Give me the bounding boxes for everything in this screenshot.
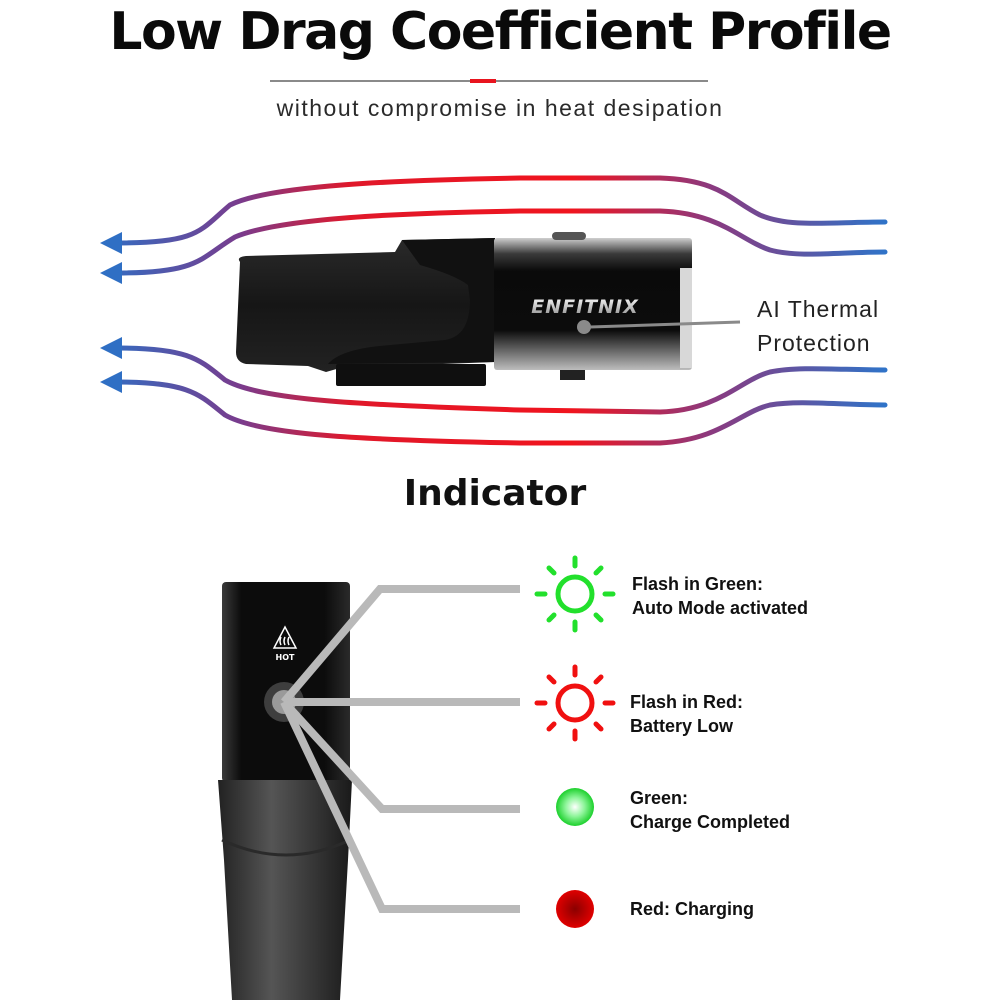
arrow-left-icon (100, 337, 122, 359)
bottom-tab (560, 370, 585, 380)
page-subtitle: without compromise in heat desipation (276, 95, 724, 121)
leader-line-3 (281, 699, 520, 813)
indicator-item-title: Green: (630, 788, 689, 808)
thermal-label-line-1: AI Thermal (757, 296, 880, 322)
grip-band (221, 838, 351, 857)
flashing-sun-icon-red (534, 664, 616, 742)
flashing-sun-icon-green (534, 555, 616, 633)
bike-light-side-view: ENFITNIX (236, 232, 741, 386)
page-title: Low Drag Coefficient Profile (109, 2, 892, 62)
airflow-streams (115, 175, 888, 446)
top-button (552, 232, 586, 240)
indicator-item-red: Red: Charging (630, 897, 754, 921)
indicator-leader-lines (280, 585, 520, 913)
indicator-item-desc: Auto Mode activated (632, 598, 809, 618)
indicator-item-desc: Charge Completed (630, 812, 791, 832)
hot-label: HOT (276, 653, 295, 662)
airflow-stream-3 (115, 345, 888, 415)
thermal-label-line-2: Protection (757, 330, 871, 356)
indicator-icons (534, 555, 616, 928)
bike-light-front-view: HOT (218, 582, 352, 1000)
thermal-callout-line (589, 320, 741, 329)
solid-dot-icon-green (556, 788, 594, 826)
indicator-item-flash-red: Flash in Red: Battery Low (630, 690, 743, 738)
thermal-protection-label: AI Thermal Protection (757, 292, 879, 360)
light-tube (222, 582, 350, 782)
airflow-arrowheads (100, 232, 122, 393)
arrow-left-icon (100, 262, 122, 284)
light-rear-cap (328, 238, 495, 364)
indicator-diagram: HOT (218, 555, 616, 1000)
solid-dot-icon-red (556, 890, 594, 928)
title-divider-accent (470, 79, 496, 83)
indicator-heading: Indicator (403, 473, 587, 514)
indicator-item-green: Green: Charge Completed (630, 786, 790, 834)
indicator-item-desc: Battery Low (630, 716, 734, 736)
leader-line-1 (280, 585, 520, 705)
airflow-stream-2 (115, 208, 888, 276)
thermal-sensor-dot (577, 320, 591, 334)
indicator-item-title: Red: Charging (630, 899, 754, 919)
leader-line-4 (280, 700, 520, 913)
indicator-item-title: Flash in Green: (632, 574, 764, 594)
arrow-left-icon (100, 232, 122, 254)
mount-clip (336, 364, 486, 386)
airflow-diagram: ENFITNIX (100, 175, 888, 446)
brand-logo: ENFITNIX (531, 296, 639, 318)
light-rear-housing (236, 238, 495, 372)
handlebar-grip (218, 780, 352, 1000)
indicator-item-title: Flash in Red: (630, 692, 744, 712)
arrow-left-icon (100, 371, 122, 393)
hot-warning-icon (272, 625, 298, 649)
lens-ring (680, 268, 692, 368)
airflow-stream-1 (115, 175, 888, 246)
light-head (494, 238, 692, 370)
airflow-stream-4 (115, 379, 888, 446)
indicator-item-flash-green: Flash in Green: Auto Mode activated (632, 572, 808, 620)
